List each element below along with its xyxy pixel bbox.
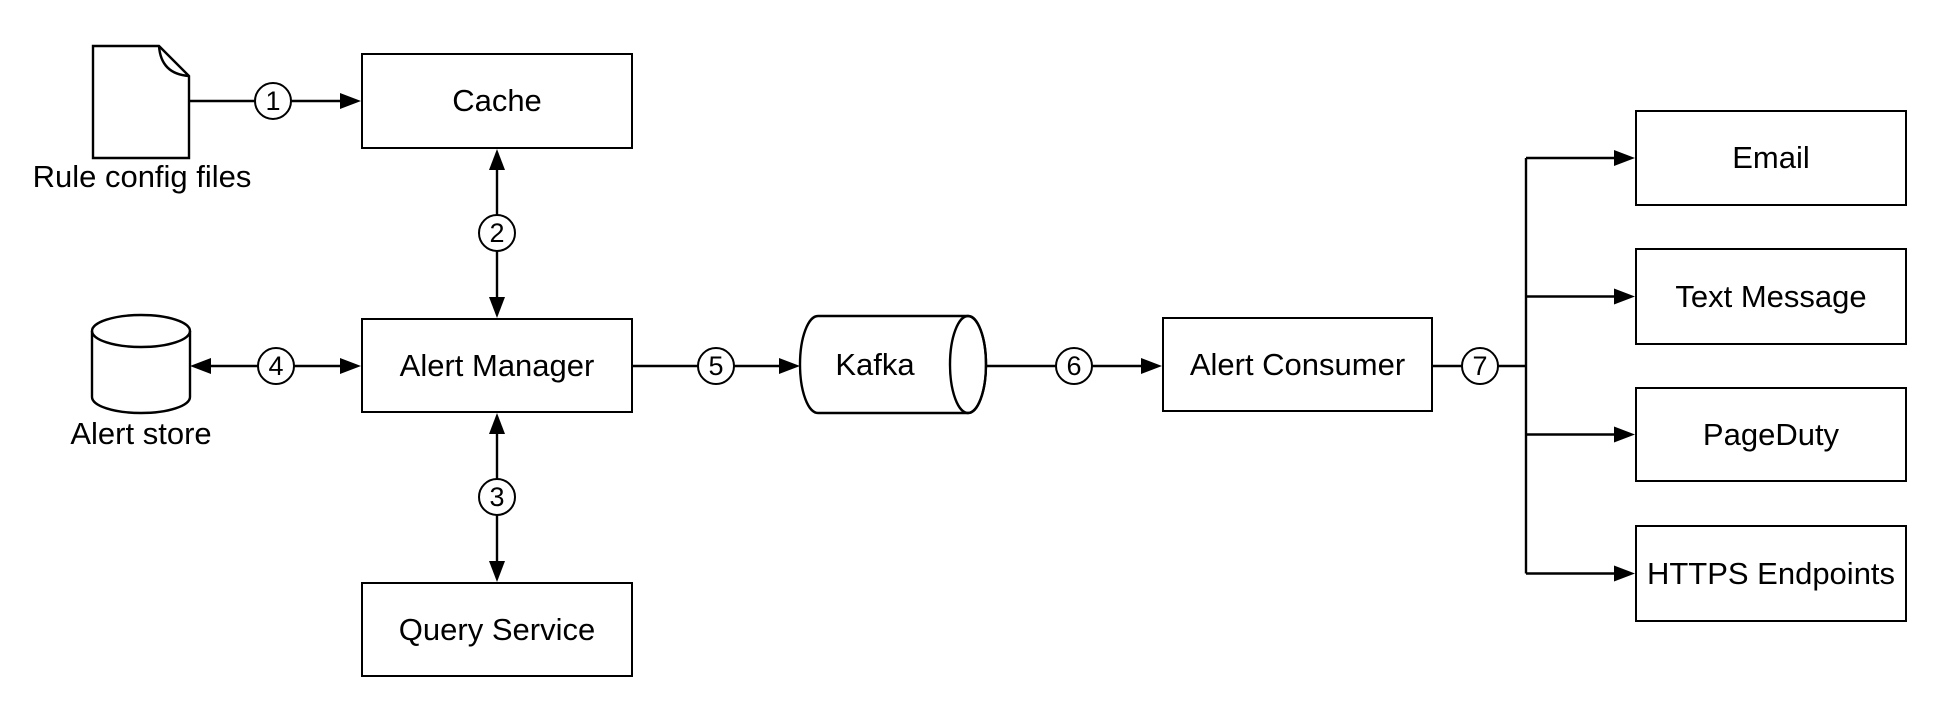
node-pageduty: PageDuty <box>1635 387 1907 482</box>
edge-7-alert-consumer-fanout <box>1433 150 1635 582</box>
node-pageduty-label: PageDuty <box>1702 416 1840 452</box>
node-text-message: Text Message <box>1635 248 1907 345</box>
database-cylinder-icon <box>90 313 192 415</box>
node-cache-label: Cache <box>452 83 542 119</box>
node-alert-consumer-label: Alert Consumer <box>1189 346 1406 382</box>
step-circle-4: 4 <box>257 347 295 385</box>
kafka-cylinder-icon <box>798 314 988 415</box>
alert-store-label: Alert store <box>70 416 212 451</box>
step-circle-6: 6 <box>1055 347 1093 385</box>
node-https-endpoints: HTTPS Endpoints <box>1635 525 1907 622</box>
node-text-message-label: Text Message <box>1675 278 1867 314</box>
rule-config-files-label: Rule config files <box>32 159 252 194</box>
node-alert-manager-label: Alert Manager <box>399 347 595 383</box>
node-https-endpoints-label: HTTPS Endpoints <box>1646 555 1896 591</box>
node-email: Email <box>1635 110 1907 206</box>
step-circle-7: 7 <box>1461 347 1499 385</box>
node-email-label: Email <box>1732 140 1810 176</box>
step-circle-1: 1 <box>254 82 292 120</box>
step-circle-5: 5 <box>697 347 735 385</box>
step-circle-3: 3 <box>478 478 516 516</box>
node-query-service: Query Service <box>361 582 633 677</box>
step-circle-2: 2 <box>478 214 516 252</box>
node-alert-consumer: Alert Consumer <box>1162 317 1433 412</box>
kafka-label: Kafka <box>835 346 915 382</box>
node-query-service-label: Query Service <box>398 611 596 647</box>
node-alert-manager: Alert Manager <box>361 318 633 413</box>
node-cache: Cache <box>361 53 633 149</box>
document-icon <box>91 44 191 160</box>
